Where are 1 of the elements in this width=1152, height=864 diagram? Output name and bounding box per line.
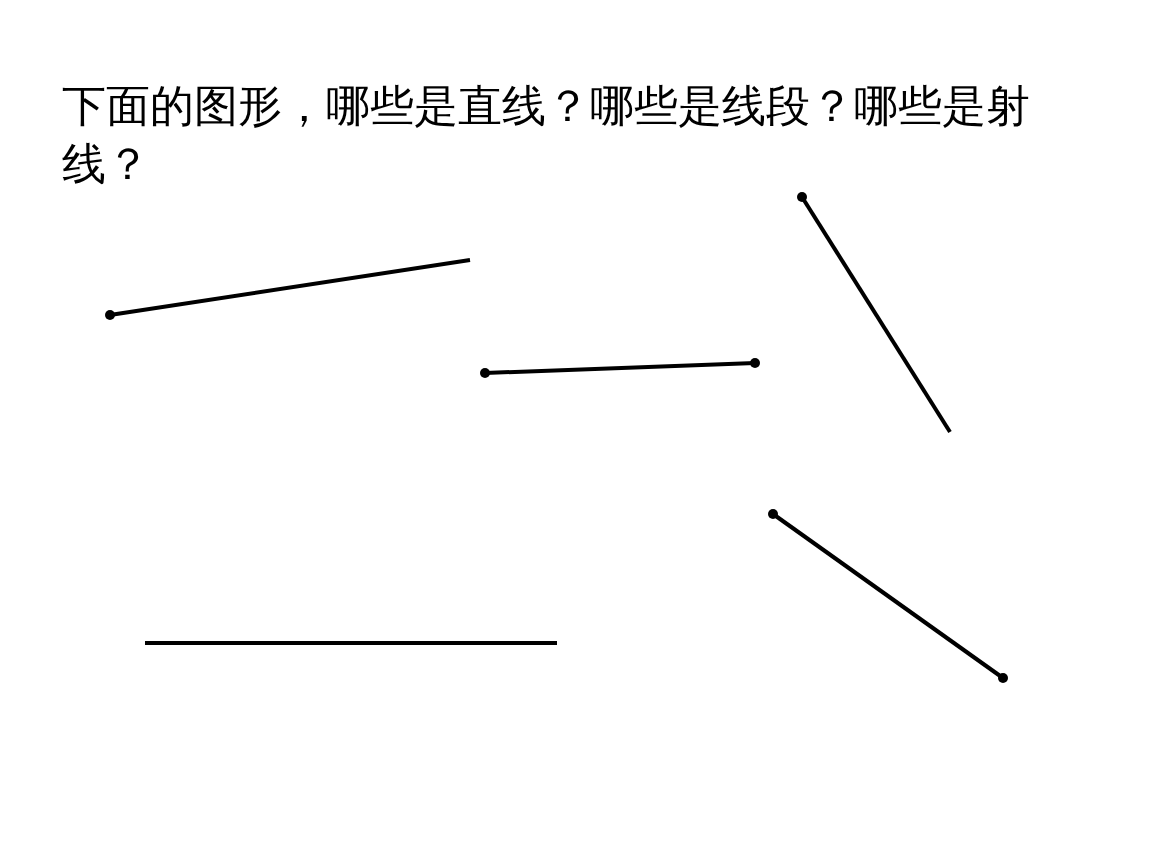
question-text: 下面的图形，哪些是直线？哪些是线段？哪些是射线？: [62, 81, 1031, 191]
